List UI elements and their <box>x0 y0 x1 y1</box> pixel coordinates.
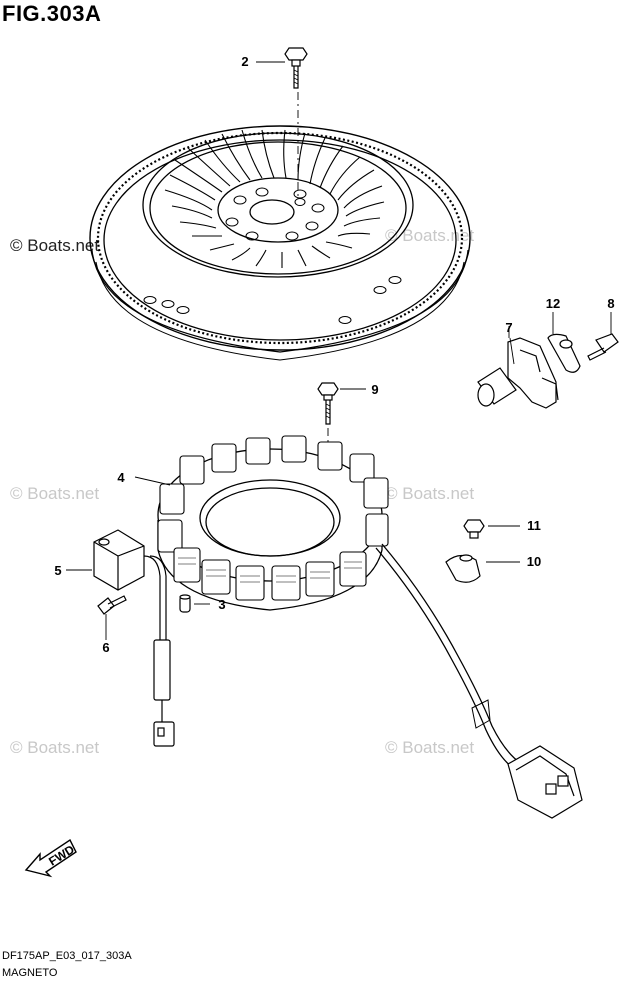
callout-5: 5 <box>54 563 62 578</box>
callout-3: 3 <box>218 597 226 612</box>
callout-9: 9 <box>371 382 379 397</box>
watermark: © Boats.net <box>10 484 100 503</box>
dowel-pin-icon <box>179 594 191 613</box>
callout-8: 8 <box>607 296 615 311</box>
callout-12: 12 <box>545 296 561 311</box>
figure-name: MAGNETO <box>2 967 58 979</box>
fwd-arrow-icon <box>24 838 77 878</box>
watermark: © Boats.net <box>385 738 475 757</box>
watermark: © Boats.net <box>385 484 475 503</box>
bolt-icon <box>463 519 485 539</box>
bolt-icon <box>317 382 339 425</box>
callout-2: 2 <box>241 54 249 69</box>
callout-10: 10 <box>526 554 542 569</box>
o-ring-icon <box>547 333 581 373</box>
bolt-icon <box>97 595 127 615</box>
pulser-coil-icon <box>93 529 175 747</box>
flywheel-bolt-icon <box>284 47 308 89</box>
figure-code: DF175AP_E03_017_303A <box>2 950 132 962</box>
watermark: © Boats.net <box>10 738 100 757</box>
watermark: © Boats.net <box>10 236 100 255</box>
bolt-icon <box>587 333 619 361</box>
stator-harness <box>375 543 523 771</box>
callout-7: 7 <box>505 320 513 335</box>
crank-position-sensor-icon <box>477 337 559 409</box>
callout-4: 4 <box>117 470 125 485</box>
flywheel <box>89 125 471 361</box>
harness-connector-icon <box>507 745 583 819</box>
stator-coils <box>157 435 389 601</box>
clamp-icon <box>445 554 481 583</box>
callout-6: 6 <box>102 640 110 655</box>
watermark: © Boats.net <box>385 226 475 245</box>
callout-11: 11 <box>527 518 541 533</box>
figure-title: FIG.303A <box>2 1 102 26</box>
